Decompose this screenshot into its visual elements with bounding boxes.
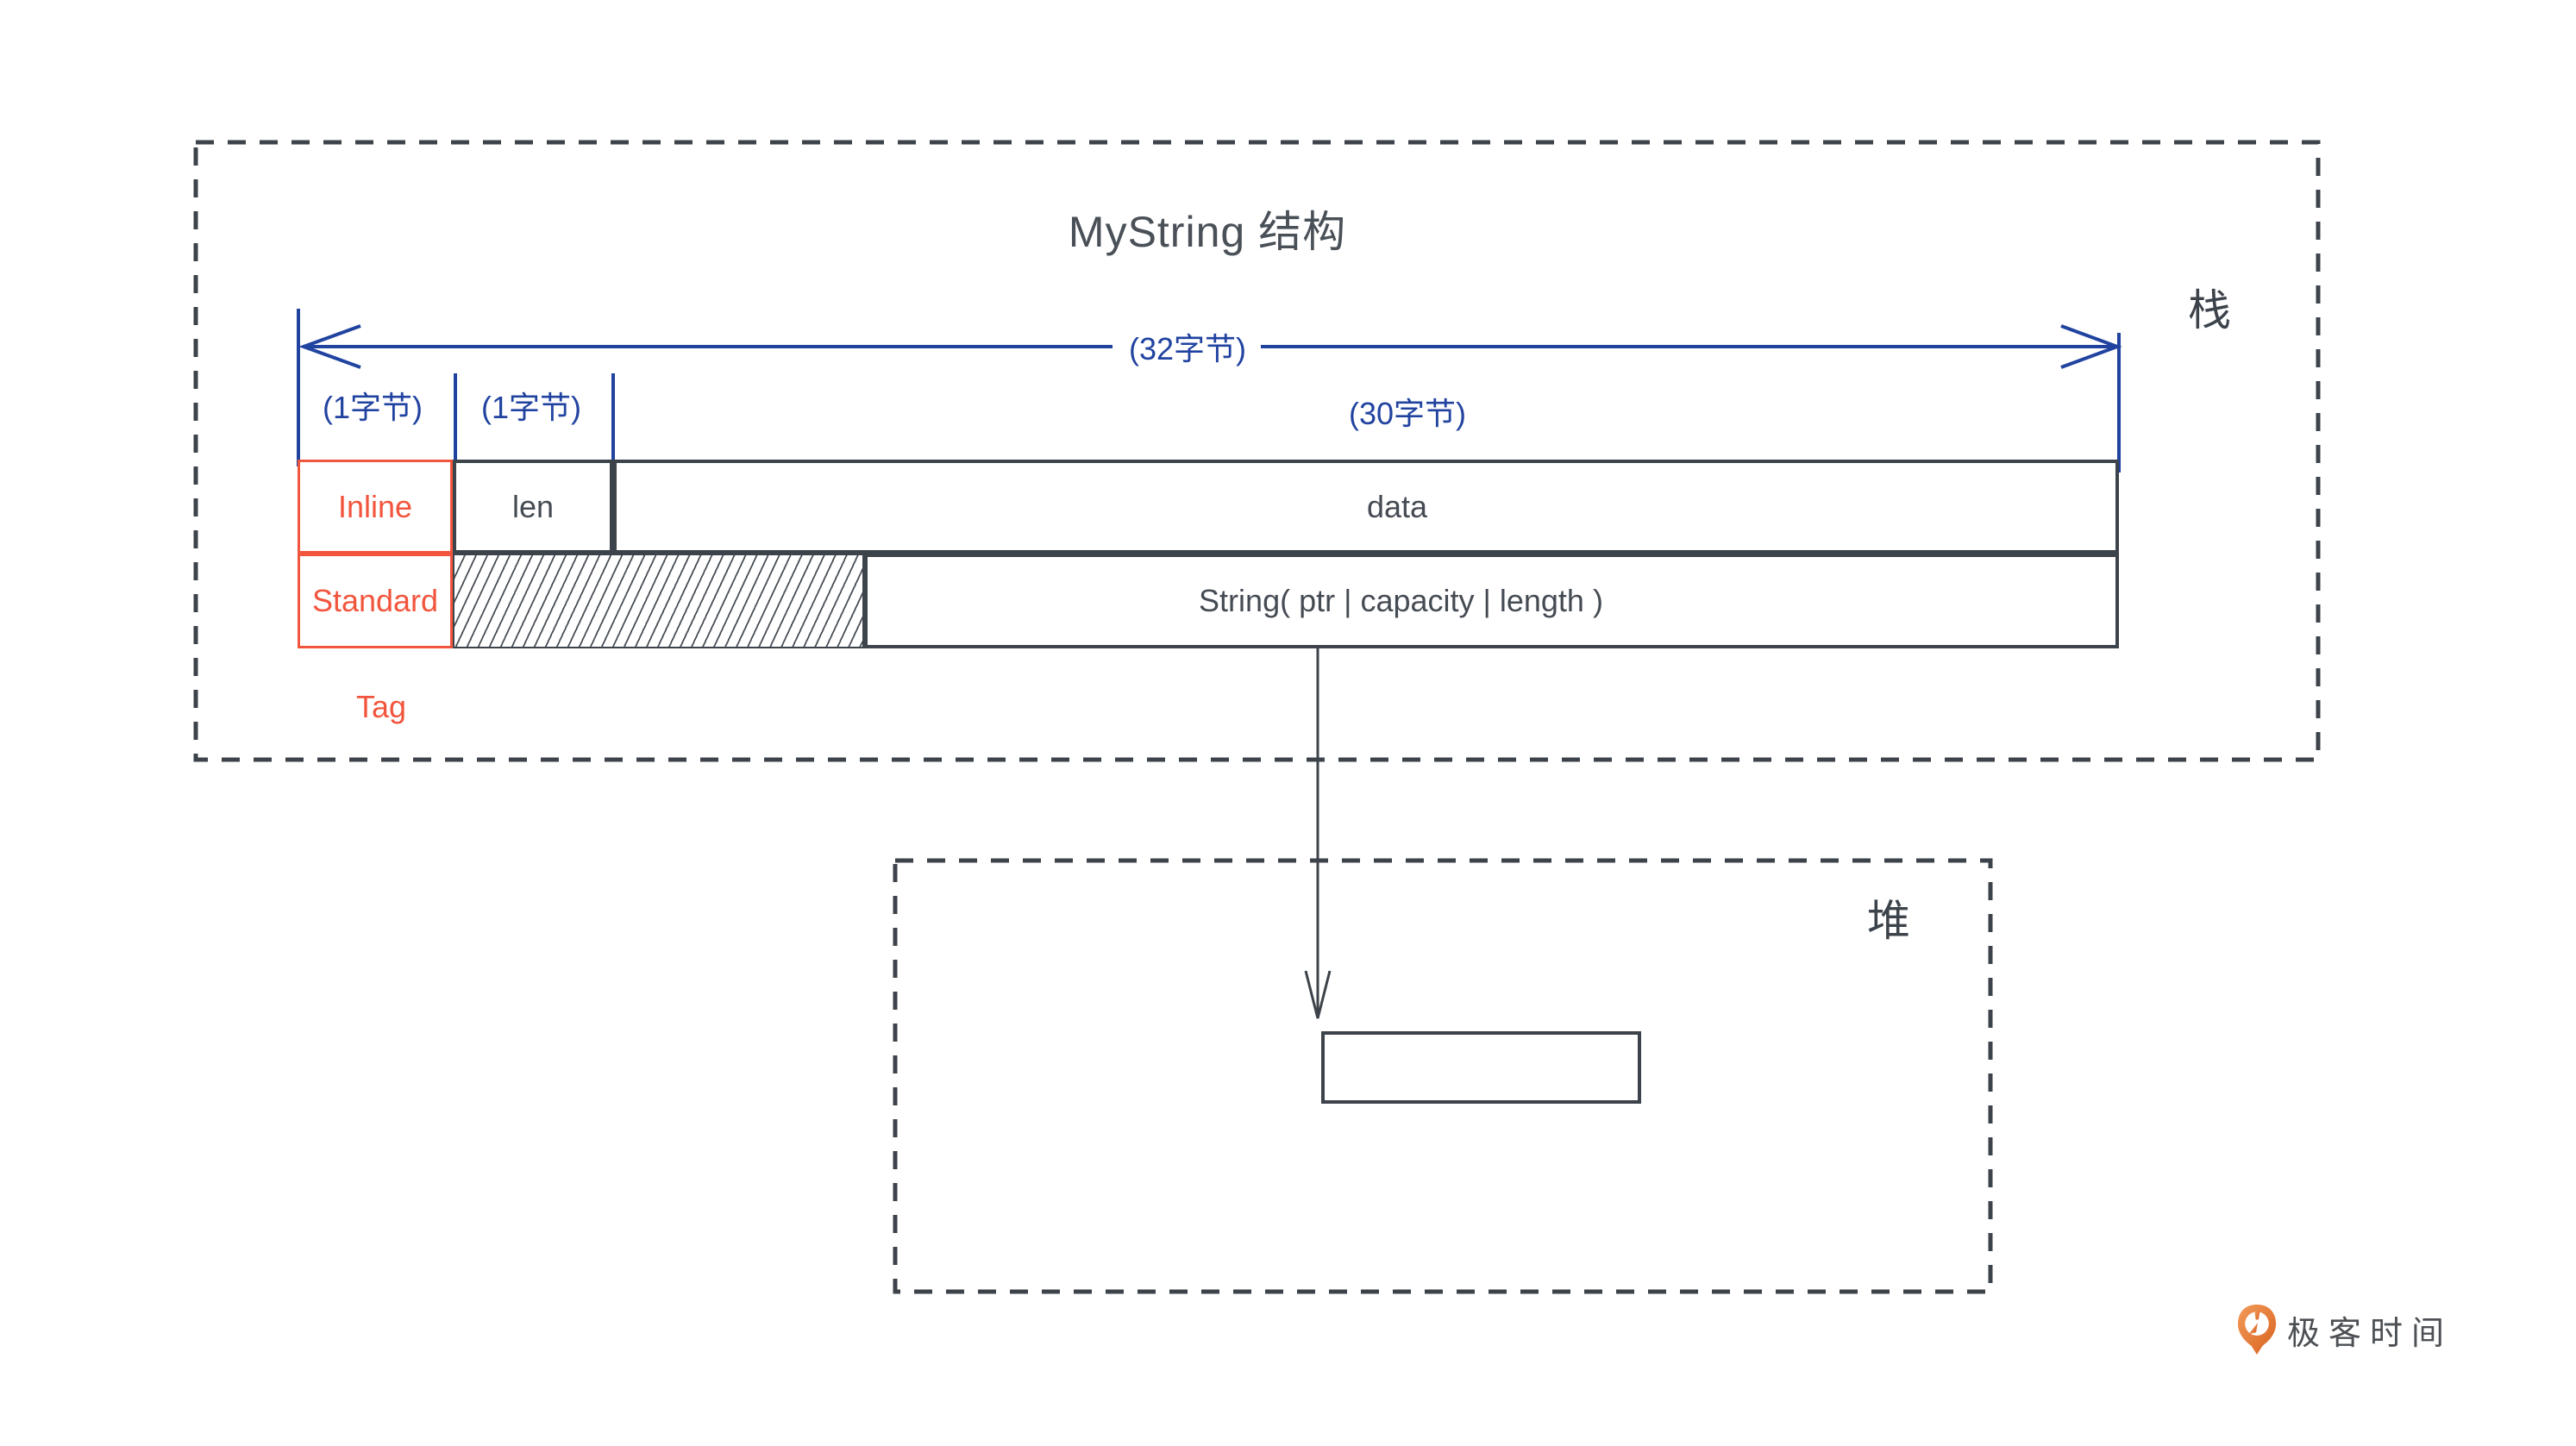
tag-column-label: Tag [355, 689, 407, 724]
cell-inline-data: data [613, 460, 2119, 554]
cell-standard-string: String( ptr | capacity | length ) [864, 554, 2119, 648]
brand-logo-text: 极客时间 [2287, 1315, 2454, 1352]
ptr-to-heap-arrow [1304, 626, 1332, 1019]
arrowhead-left [298, 324, 361, 369]
heap-region-label: 堆 [1867, 897, 1910, 945]
data-width-label: (30字节) [1348, 396, 1467, 431]
cell-standard-tag: Standard [298, 554, 453, 648]
total-width-label: (32字节) [1128, 331, 1247, 366]
len-width-label: (1字节) [481, 390, 581, 425]
cell-inline-tag: Inline [298, 460, 453, 554]
geektime-pin-icon [2237, 1305, 2277, 1355]
brand-logo: 极客时间 [2237, 1304, 2453, 1355]
diagram-title: MyString 结构 [1068, 208, 1347, 256]
tag-width-label: (1字节) [323, 390, 423, 425]
cell-standard-unused-hatch [453, 554, 864, 648]
arrowhead-right [2060, 324, 2122, 369]
heap-allocation-box [1321, 1031, 1641, 1104]
cell-inline-len: len [453, 460, 613, 554]
arrowhead-down [1304, 970, 1332, 1019]
stack-region-label: 栈 [2188, 286, 2231, 335]
